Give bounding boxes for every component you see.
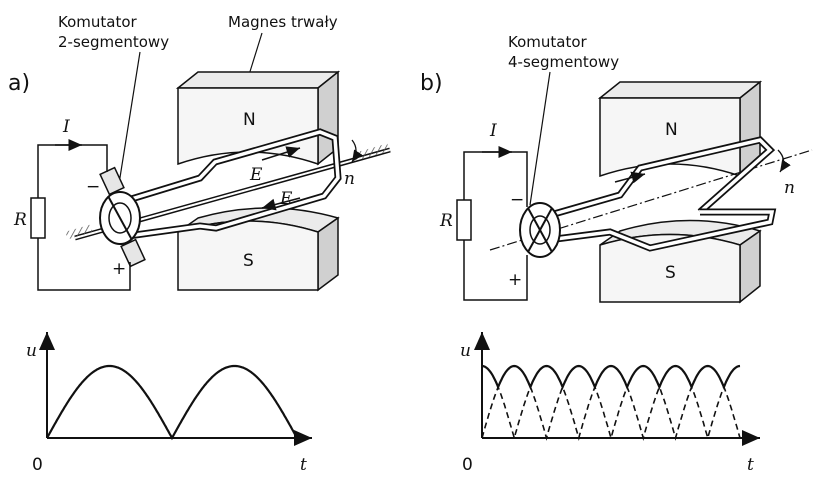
- commutator-label-b-line2: 4-segmentowy: [508, 53, 619, 71]
- resistor-b: [456, 199, 472, 241]
- commutator-label-b-line1: Komutator: [508, 33, 588, 51]
- brush-bottom-a: [120, 238, 146, 268]
- emf-arrow-b: [614, 171, 646, 184]
- emf-label-bottom-a: E: [279, 189, 293, 209]
- plus-terminal-a: +: [112, 259, 126, 279]
- panel-a: a) Komutator 2-segmentowy Magnes trwały …: [8, 13, 391, 292]
- bearing-left-a: [65, 224, 93, 240]
- voltage-graph-a: u t 0: [26, 332, 312, 475]
- time-axis-label-a: t: [300, 455, 307, 475]
- commutator-label-a-line2: 2-segmentowy: [58, 33, 169, 51]
- minus-terminal-b: −: [510, 190, 524, 210]
- south-pole-label-b: S: [665, 263, 676, 283]
- commutator-2-segment: [99, 166, 146, 268]
- emf-arrow-bottom-a: [261, 197, 301, 211]
- current-label-a: I: [62, 117, 70, 137]
- voltage-axis-label-b: u: [460, 341, 471, 361]
- south-pole-magnet-b: S: [599, 219, 762, 304]
- rectified-voltage-curve-b-envelope: [481, 364, 741, 391]
- panel-b-letter: b): [420, 71, 443, 96]
- current-label-b: I: [489, 121, 497, 141]
- rectified-voltage-curve-a: [46, 364, 298, 441]
- resistor-label-a: R: [13, 210, 27, 230]
- minus-terminal-a: −: [86, 177, 100, 197]
- emf-arrow-top-a: [261, 146, 301, 161]
- south-pole-label-a: S: [243, 251, 254, 271]
- panel-b: b) Komutator 4-segmentowy N S: [420, 33, 813, 304]
- emf-label-top-a: E: [249, 165, 263, 185]
- resistor-label-b: R: [439, 211, 453, 231]
- north-pole-magnet-b: N: [597, 80, 763, 178]
- speed-label-a: n: [344, 169, 355, 189]
- time-axis-label-b: t: [747, 455, 754, 475]
- rotation-arrow-a: [351, 139, 363, 163]
- rectified-voltage-curve-b-dashed: [481, 384, 741, 442]
- magnet-leader: [247, 32, 263, 79]
- south-pole-magnet-a: S: [177, 207, 340, 292]
- speed-label-b: n: [784, 178, 795, 198]
- panel-a-letter: a): [8, 71, 30, 96]
- plus-terminal-b: +: [508, 270, 522, 290]
- bearing-right-a: [354, 143, 390, 161]
- commutator-leader-b: [529, 71, 551, 206]
- resistor-a: [30, 197, 46, 239]
- origin-label-a: 0: [32, 455, 43, 475]
- north-pole-label-a: N: [243, 110, 256, 130]
- commutator-4-segment: [519, 202, 561, 258]
- magnet-label: Magnes trwały: [228, 13, 338, 31]
- origin-label-b: 0: [462, 455, 473, 475]
- north-pole-label-b: N: [665, 120, 678, 140]
- voltage-axis-label-a: u: [26, 341, 37, 361]
- commutator-leader-a: [117, 51, 141, 191]
- rotation-arrow-b: [777, 149, 791, 173]
- voltage-graph-b: u t 0: [460, 332, 760, 475]
- commutator-label-a-line1: Komutator: [58, 13, 138, 31]
